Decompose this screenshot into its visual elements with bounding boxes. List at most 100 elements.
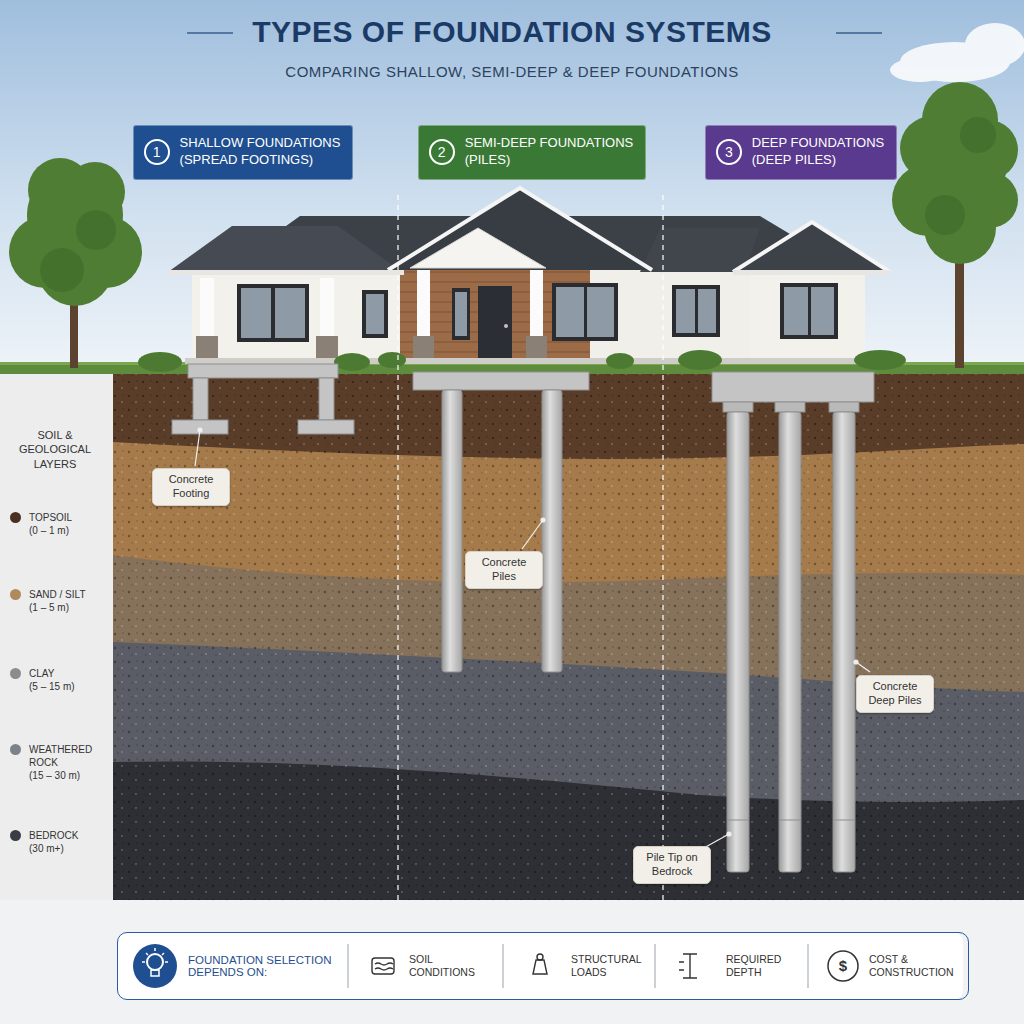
deep-pile [829,402,859,412]
text-line: SEMI-DEEP FOUNDATIONS [465,135,634,152]
tree [76,210,116,250]
subtitle: COMPARING SHALLOW, SEMI-DEEP & DEEP FOUN… [285,63,738,81]
soil-icon [372,958,394,974]
dashed-divider [662,195,664,900]
step-number: 1 [144,139,170,165]
panel-separator [808,944,809,988]
concrete-pile [413,372,589,390]
legend-swatch [10,744,21,755]
callout-label: Pile Tip on Bedrock [633,846,711,884]
legend-entry: WEATHERED ROCK (15 – 30 m) [10,743,110,782]
legend-entry: CLAY (5 – 15 m) [10,667,110,693]
panel-ground [117,932,963,1000]
text-line: BEDROCK [29,829,78,842]
text-slot: FOUNDATION SELECTION DEPENDS ON: [188,933,346,999]
load-icon [533,954,547,974]
text-line: TOPSOIL [29,511,72,524]
depth-icon [679,954,697,978]
house [366,294,384,334]
house [388,188,652,270]
step-number-text: 3 [725,145,733,159]
criterion-text: SOIL CONDITIONS [409,953,479,979]
callout-label: Concrete Piles [465,551,543,589]
dashed-divider [398,195,663,900]
house [275,288,305,338]
callout-label-text: Concrete Footing [160,473,222,501]
soil-icon [375,968,393,970]
concrete-pile [542,390,562,672]
callout-label: Concrete Footing [152,468,230,506]
house [362,290,388,338]
category-header: 3 DEEP FOUNDATIONS (DEEP PILES) [705,125,897,180]
panel-ground [117,932,963,1000]
shrub [854,350,906,370]
house [237,284,309,342]
deep-pile [712,372,874,872]
house [698,289,716,333]
legend-entry: SAND / SILT (1 – 5 m) [10,588,110,614]
house [241,288,271,338]
shrub [138,352,182,372]
shrub [678,350,722,370]
category-header-text: SEMI-DEEP FOUNDATIONS (PILES) [465,135,634,169]
text-slot: COST & CONSTRUCTION [869,933,961,999]
house [417,270,430,338]
legend-label: TOPSOIL (0 – 1 m) [29,511,72,537]
legend-heading: SOIL & GEOLOGICAL LAYERS [10,428,100,471]
step-number-text: 1 [153,145,161,159]
diagram-title: TYPES OF FOUNDATION SYSTEMS [252,14,772,50]
house [750,268,865,362]
bulb-icon [154,948,156,951]
leader-line [195,430,200,466]
shrub [378,352,406,368]
shallow-footing [188,364,338,378]
sky [890,23,1024,82]
leader-line [198,428,202,432]
legend-entry: BEDROCK (30 m+) [10,829,110,855]
house [552,283,618,341]
subtitle-holder: COMPARING SHALLOW, SEMI-DEEP & DEEP FOUN… [0,63,1024,81]
ground [0,372,113,900]
category-header-text: DEEP FOUNDATIONS (DEEP PILES) [752,135,884,169]
leader-line [727,832,731,836]
legend-label: WEATHERED ROCK (15 – 30 m) [29,743,107,782]
house [530,270,543,338]
house [733,270,890,275]
legend-swatch [10,668,21,679]
legend-swatch [10,589,21,600]
deep-pile [775,402,805,412]
deep-pile [833,412,855,872]
text-line: (1 – 5 m) [29,601,86,614]
shallow-footing [319,378,334,420]
sky [0,0,1024,372]
category-header: 1SHALLOW FOUNDATIONS (SPREAD FOOTINGS) [133,125,354,180]
concrete-pile [442,390,462,672]
load-icon [533,960,547,974]
title-rule [836,32,882,34]
step-number: 3 [716,139,742,165]
house [400,262,590,362]
criterion-text: STRUCTURAL LOADS [571,953,651,979]
shrub [334,353,370,371]
leader-line [522,520,543,549]
text-line: (15 – 30 m) [29,769,107,782]
house [192,268,400,363]
title-rule [187,32,233,34]
deep-pile [779,412,801,872]
text-line: CLAY [29,667,75,680]
house [504,324,508,328]
text-slot: SOIL CONDITIONS [409,933,479,999]
ground [0,372,1024,1024]
legend-entry: TOPSOIL (0 – 1 m) [10,511,110,537]
panel-separator [503,944,504,988]
tree [960,117,996,153]
house [185,358,875,364]
text-line: SHALLOW FOUNDATIONS [180,135,341,152]
tree [40,210,116,292]
concrete-pile [413,372,589,672]
house [780,283,838,339]
cost-icon [828,951,858,981]
text-slot: REQUIRED DEPTH [726,933,791,999]
house [452,288,470,340]
